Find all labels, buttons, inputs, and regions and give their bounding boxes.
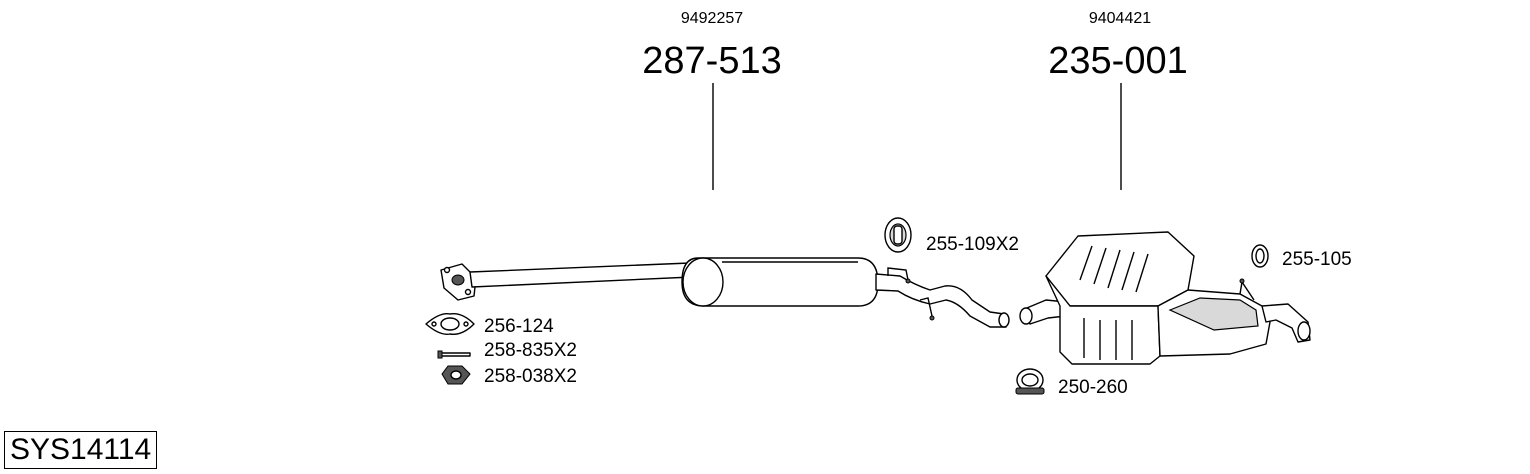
nut-icon: [441, 365, 471, 385]
part-number-235-001[interactable]: 235-001: [1048, 40, 1187, 82]
middle-pipe-drawing[interactable]: [440, 257, 1010, 328]
bolt-icon: [437, 350, 471, 359]
accessory-label-250-260[interactable]: 250-260: [1058, 377, 1128, 398]
rear-silencer-drawing[interactable]: [1019, 231, 1311, 365]
accessory-label-258-038X2[interactable]: 258-038X2: [484, 366, 577, 387]
rubber-hanger-icon: [884, 217, 912, 253]
clamp-icon: [1015, 368, 1045, 395]
accessory-label-255-109X2[interactable]: 255-109X2: [926, 234, 1019, 255]
part-number-287-513[interactable]: 287-513: [642, 40, 781, 82]
accessory-label-255-105[interactable]: 255-105: [1282, 249, 1352, 270]
part-oem-287-513: 9492257: [681, 10, 743, 27]
system-code: SYS14114: [10, 433, 152, 466]
accessory-label-256-124[interactable]: 256-124: [484, 316, 554, 337]
accessory-label-258-835X2[interactable]: 258-835X2: [484, 340, 577, 361]
rubber-ring-icon: [1251, 244, 1269, 268]
gasket-icon: [425, 313, 475, 335]
system-code-box: SYS14114: [4, 431, 158, 469]
part-oem-235-001: 9404421: [1089, 10, 1151, 27]
